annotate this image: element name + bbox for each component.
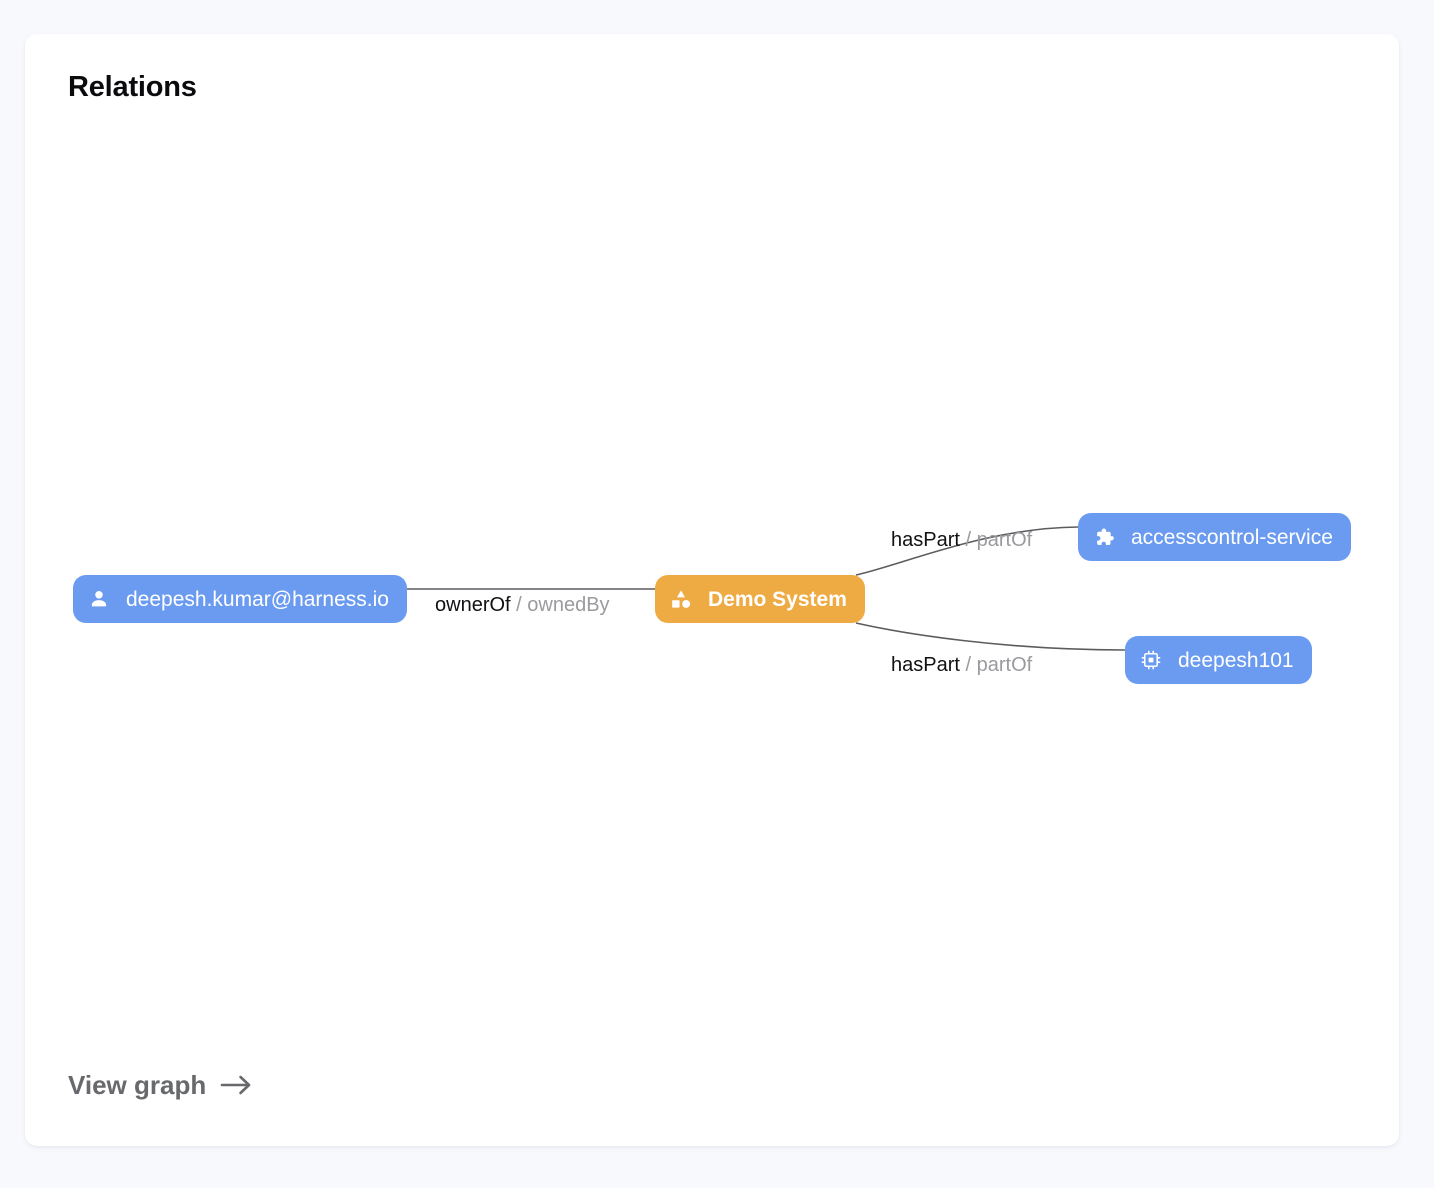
edge-label-component: hasPart / partOf xyxy=(891,655,1032,675)
edge-label-forward: ownerOf xyxy=(435,594,511,616)
edge-label-reverse: partOf xyxy=(976,529,1033,551)
graph-node-system[interactable]: Demo System xyxy=(655,575,865,623)
category-shapes-icon xyxy=(672,590,691,608)
edge-label-forward: hasPart xyxy=(891,529,960,551)
chip-icon xyxy=(1141,650,1161,670)
edge-label-separator: / xyxy=(516,594,522,616)
edge-label-separator: / xyxy=(965,529,972,551)
puzzle-piece-icon xyxy=(1097,528,1114,545)
graph-node-label: accesscontrol-service xyxy=(1131,525,1333,549)
relations-graph[interactable]: deepesh.kumar@harness.io Demo System acc… xyxy=(25,34,1399,1146)
edge-label-reverse: ownedBy xyxy=(527,594,610,616)
edge-label-separator: / xyxy=(965,654,972,676)
graph-node-label: Demo System xyxy=(708,587,847,611)
edge-label-owner: ownerOf / ownedBy xyxy=(435,595,610,615)
arrow-right-icon xyxy=(220,1075,251,1095)
edge-label-forward: hasPart xyxy=(891,654,960,676)
view-graph-link[interactable]: View graph xyxy=(68,1072,253,1098)
graph-node-label: deepesh.kumar@harness.io xyxy=(126,587,389,611)
person-icon xyxy=(91,591,107,607)
edge-path-component xyxy=(855,622,1126,651)
graph-node-component[interactable]: deepesh101 xyxy=(1125,636,1312,684)
graph-node-service[interactable]: accesscontrol-service xyxy=(1078,513,1351,561)
graph-node-user[interactable]: deepesh.kumar@harness.io xyxy=(73,575,407,623)
view-graph-label: View graph xyxy=(68,1070,207,1100)
edge-label-reverse: partOf xyxy=(976,654,1033,676)
edge-label-service: hasPart / partOf xyxy=(891,530,1032,550)
graph-node-label: deepesh101 xyxy=(1178,648,1294,672)
page-title: Relations xyxy=(68,71,197,103)
relations-card: Relations deepesh.kumar@harness.io D xyxy=(25,34,1399,1146)
